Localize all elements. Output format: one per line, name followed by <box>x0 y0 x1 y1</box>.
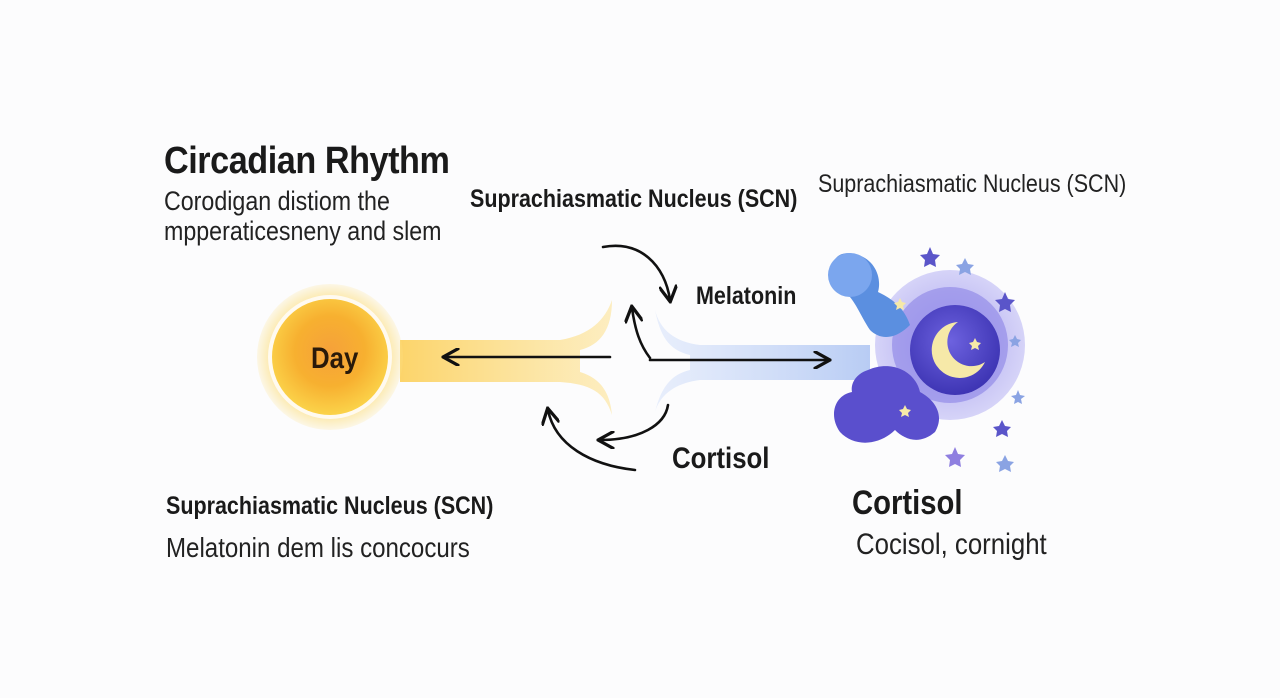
diagram-title: Circadian Rhythm <box>164 140 450 182</box>
arrow-cortisol-curve <box>600 403 670 440</box>
subtitle-line-2: mpperaticesneny and slem <box>164 216 442 246</box>
moon-night-icon <box>828 253 1025 443</box>
star-icon <box>894 247 1025 472</box>
day-label: Day <box>311 342 359 375</box>
cortisol-label-center: Cortisol <box>672 442 770 475</box>
bottom-right-text: Cocisol, cornight <box>856 528 1047 561</box>
sun-day-icon <box>257 284 403 430</box>
scn-label-center: Suprachiasmatic Nucleus (SCN) <box>470 185 798 213</box>
bottom-left-text: Melatonin dem lis concocurs <box>166 532 470 563</box>
flow-arrows <box>445 244 828 472</box>
bottom-right-heading: Cortisol <box>852 484 963 522</box>
arrow-melatonin-curve <box>601 244 670 300</box>
melatonin-label: Melatonin <box>696 282 797 310</box>
scn-label-right: Suprachiasmatic Nucleus (SCN) <box>818 170 1127 198</box>
subtitle-line-1: Corodigan distiom the <box>164 186 390 216</box>
arrow-left-loop <box>548 410 637 472</box>
bottom-left-heading: Suprachiasmatic Nucleus (SCN) <box>166 492 494 520</box>
arrow-up-curve <box>632 308 652 360</box>
